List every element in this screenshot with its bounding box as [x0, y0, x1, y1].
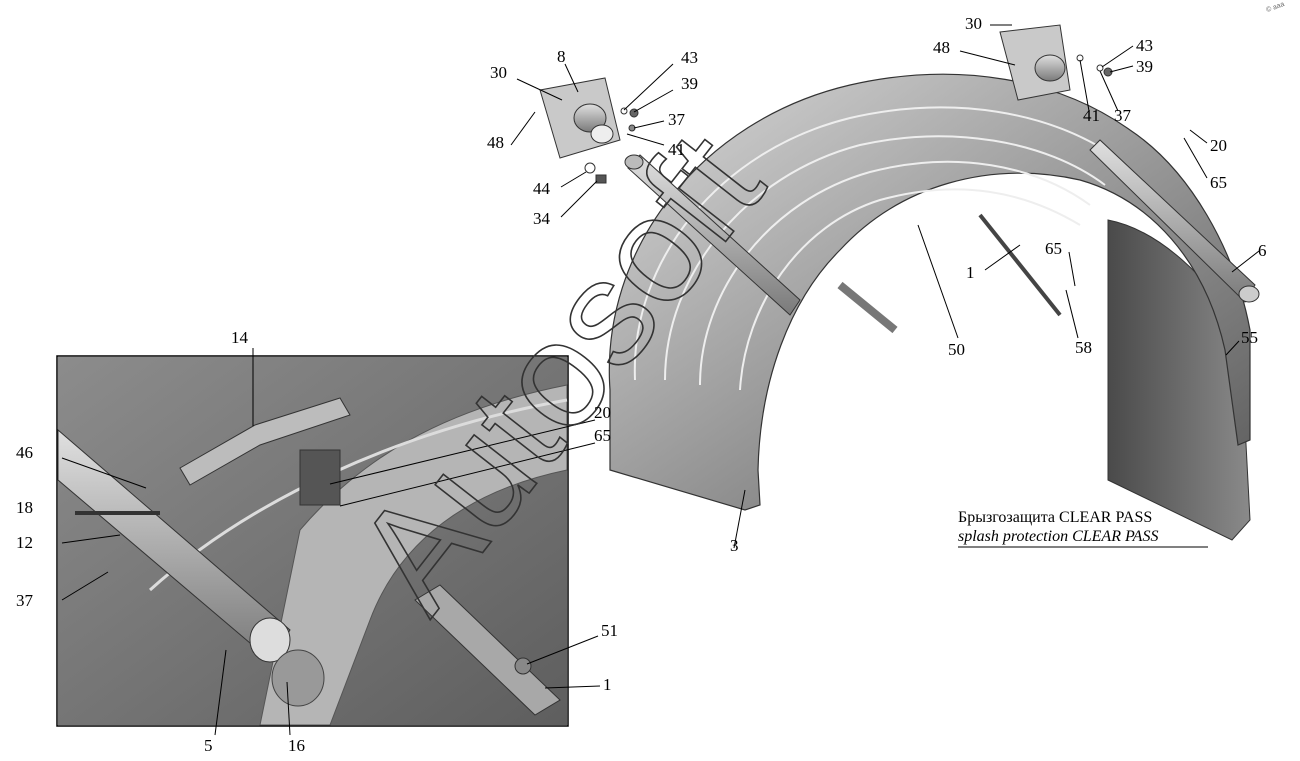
- callout-6: 6: [1258, 241, 1267, 260]
- detail-inset: [56, 355, 569, 727]
- callout-8: 8: [557, 47, 566, 66]
- callout-50: 50: [948, 340, 965, 359]
- inset-callout-16: 16: [288, 736, 305, 755]
- callout-43: 43: [681, 48, 698, 67]
- bracket-right: [999, 24, 1113, 101]
- callout-1: 1: [966, 263, 975, 282]
- bracket-left: [539, 77, 639, 184]
- inset-callout-18: 18: [16, 498, 33, 517]
- inset-callout-5: 5: [204, 736, 213, 755]
- inset-callout-37: 37: [16, 591, 33, 610]
- inset-callout-14: 14: [231, 328, 248, 347]
- inset-callout-1: 1: [603, 675, 612, 694]
- callout-34: 34: [533, 209, 550, 228]
- inset-callout-65: 65: [594, 426, 611, 445]
- callout-41-right: 41: [1083, 106, 1100, 125]
- fender-arch: [608, 73, 1251, 511]
- inset-callout-46: 46: [16, 443, 33, 462]
- inset-callout-12: 12: [16, 533, 33, 552]
- callout-44: 44: [533, 179, 550, 198]
- leader-lines: [61, 24, 1260, 736]
- callout-48: 48: [487, 133, 504, 152]
- callout-30: 30: [490, 63, 507, 82]
- callout-65: 65: [1210, 173, 1227, 192]
- support-tube: [624, 139, 1260, 316]
- inset-callout-20: 20: [594, 403, 611, 422]
- callout-43-right: 43: [1136, 36, 1153, 55]
- rods: [837, 213, 1062, 334]
- callout-48-right: 48: [933, 38, 950, 57]
- callout-30-right: 30: [965, 14, 982, 33]
- callout-65-lower: 65: [1045, 239, 1062, 258]
- callout-37: 37: [668, 110, 685, 129]
- caption-russian: Брызгозащита CLEAR PASS: [958, 509, 1153, 526]
- callout-41: 41: [668, 140, 685, 159]
- inset-callout-51: 51: [601, 621, 618, 640]
- callout-58: 58: [1075, 338, 1092, 357]
- callout-20: 20: [1210, 136, 1227, 155]
- callout-3: 3: [730, 536, 739, 555]
- callout-39-right: 39: [1136, 57, 1153, 76]
- callout-39: 39: [681, 74, 698, 93]
- callout-55: 55: [1241, 328, 1258, 347]
- callout-37-right: 37: [1114, 106, 1131, 125]
- caption-english: splash protection CLEAR PASS: [958, 528, 1159, 545]
